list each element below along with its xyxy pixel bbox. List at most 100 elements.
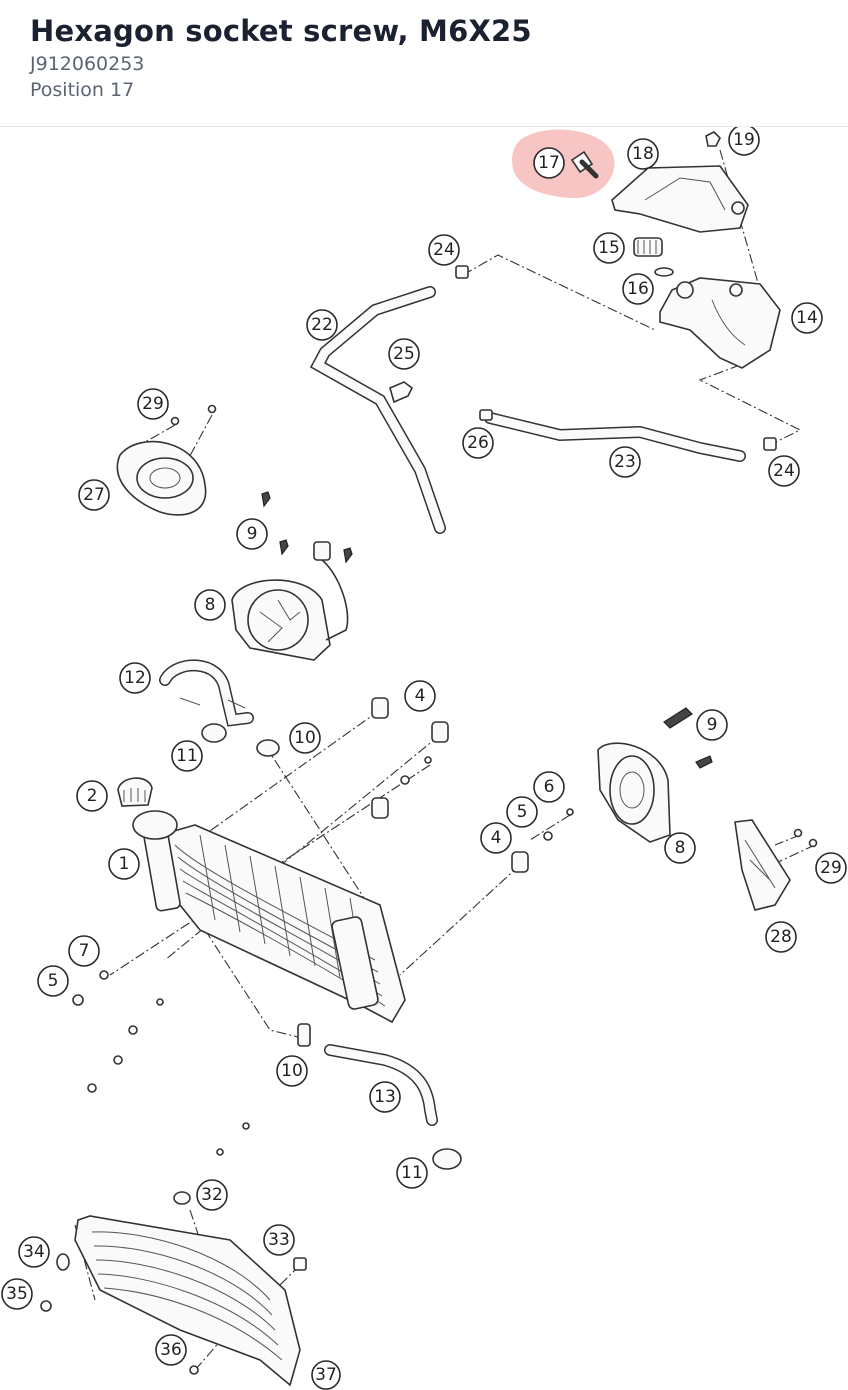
callout-29-right[interactable]: 29 bbox=[815, 852, 847, 884]
hose-clamp-10a[interactable] bbox=[256, 739, 280, 757]
callout-32[interactable]: 32 bbox=[196, 1179, 228, 1211]
hose-13[interactable] bbox=[324, 1044, 438, 1126]
screw-9a[interactable] bbox=[261, 491, 353, 564]
callout-14[interactable]: 14 bbox=[791, 302, 823, 334]
hose-clamp-26[interactable] bbox=[479, 409, 493, 421]
callout-1[interactable]: 1 bbox=[108, 848, 140, 880]
radiator-grille-37[interactable] bbox=[74, 1215, 301, 1387]
svg-text:32: 32 bbox=[201, 1185, 223, 1205]
svg-text:23: 23 bbox=[614, 452, 636, 472]
hose-23[interactable] bbox=[484, 412, 746, 462]
callout-37[interactable]: 37 bbox=[311, 1360, 341, 1390]
svg-text:34: 34 bbox=[23, 1242, 45, 1262]
svg-text:29: 29 bbox=[142, 394, 164, 414]
hose-clamp-24b[interactable] bbox=[763, 437, 777, 451]
svg-text:5: 5 bbox=[48, 971, 59, 991]
callout-33[interactable]: 33 bbox=[263, 1224, 295, 1256]
hose-22[interactable] bbox=[309, 286, 446, 534]
fan-guard-28[interactable] bbox=[734, 819, 791, 911]
callout-4-mid[interactable]: 4 bbox=[480, 822, 512, 854]
callout-16[interactable]: 16 bbox=[622, 273, 654, 305]
callout-34[interactable]: 34 bbox=[18, 1236, 50, 1268]
grommet-32[interactable] bbox=[173, 1191, 191, 1205]
callout-9-top[interactable]: 9 bbox=[236, 518, 268, 550]
screw-19[interactable] bbox=[705, 131, 721, 147]
callout-2[interactable]: 2 bbox=[76, 780, 108, 812]
hose-clamp-11a[interactable] bbox=[201, 723, 227, 743]
callout-19[interactable]: 19 bbox=[728, 127, 760, 156]
callout-27[interactable]: 27 bbox=[78, 479, 110, 511]
fan-guard-27[interactable] bbox=[116, 440, 207, 516]
callout-11-top[interactable]: 11 bbox=[171, 740, 203, 772]
callout-24-right[interactable]: 24 bbox=[768, 455, 800, 487]
callout-28[interactable]: 28 bbox=[765, 921, 797, 953]
callout-23[interactable]: 23 bbox=[609, 446, 641, 478]
callout-12[interactable]: 12 bbox=[119, 662, 151, 694]
hose-clamp-11b[interactable] bbox=[432, 1148, 462, 1170]
svg-text:16: 16 bbox=[627, 279, 649, 299]
washers-5-6[interactable] bbox=[72, 756, 574, 1156]
svg-text:33: 33 bbox=[268, 1230, 290, 1250]
svg-text:8: 8 bbox=[675, 838, 686, 858]
hose-12[interactable] bbox=[159, 659, 254, 727]
reservoir-cap[interactable] bbox=[633, 237, 663, 257]
rubber-mount-4b[interactable] bbox=[371, 797, 529, 873]
callout-15[interactable]: 15 bbox=[593, 232, 625, 264]
callout-25[interactable]: 25 bbox=[388, 338, 420, 370]
hose-clamp-10b[interactable] bbox=[297, 1023, 311, 1047]
screw-36[interactable] bbox=[189, 1365, 199, 1375]
callout-18[interactable]: 18 bbox=[627, 138, 659, 170]
hex-socket-screw-17[interactable] bbox=[570, 150, 599, 179]
callout-5-left[interactable]: 5 bbox=[37, 965, 69, 997]
nut-35[interactable] bbox=[40, 1300, 52, 1312]
rubber-mount-4a[interactable] bbox=[371, 697, 449, 743]
clip-33[interactable] bbox=[293, 1257, 307, 1271]
callout-17[interactable]: 17 bbox=[533, 147, 565, 179]
svg-text:18: 18 bbox=[632, 144, 654, 164]
screw-9b[interactable] bbox=[663, 707, 713, 769]
callout-13[interactable]: 13 bbox=[369, 1081, 401, 1113]
callout-7[interactable]: 7 bbox=[68, 935, 100, 967]
svg-text:2: 2 bbox=[87, 786, 98, 806]
screw-29a[interactable] bbox=[170, 404, 217, 426]
callout-10-bottom[interactable]: 10 bbox=[276, 1055, 308, 1087]
callout-22[interactable]: 22 bbox=[306, 309, 338, 341]
expansion-tank-cover[interactable] bbox=[611, 165, 749, 233]
radiator-fan-8b[interactable] bbox=[597, 742, 671, 843]
callout-8-right[interactable]: 8 bbox=[664, 832, 696, 864]
radiator-1[interactable] bbox=[132, 810, 406, 1024]
svg-text:10: 10 bbox=[294, 728, 316, 748]
svg-text:11: 11 bbox=[401, 1163, 423, 1183]
exploded-diagram: 17 18 19 15 16 14 24 22 25 26 23 24 29 2… bbox=[0, 127, 848, 1390]
callout-8-top[interactable]: 8 bbox=[194, 589, 226, 621]
screw-29b[interactable] bbox=[793, 828, 818, 848]
callout-36[interactable]: 36 bbox=[155, 1334, 187, 1366]
svg-text:27: 27 bbox=[83, 485, 105, 505]
svg-text:4: 4 bbox=[415, 686, 426, 706]
hose-clamp-24a[interactable] bbox=[455, 265, 469, 279]
callout-10-top[interactable]: 10 bbox=[289, 722, 321, 754]
radiator-fan-8a[interactable] bbox=[231, 559, 349, 661]
callout-11-bottom[interactable]: 11 bbox=[396, 1157, 428, 1189]
callout-5-mid[interactable]: 5 bbox=[506, 796, 538, 828]
svg-text:29: 29 bbox=[820, 858, 842, 878]
svg-text:35: 35 bbox=[6, 1284, 28, 1304]
callout-29-left[interactable]: 29 bbox=[137, 388, 169, 420]
svg-text:36: 36 bbox=[160, 1340, 182, 1360]
o-ring-16[interactable] bbox=[654, 267, 674, 277]
svg-text:6: 6 bbox=[544, 777, 555, 797]
expansion-tank[interactable] bbox=[659, 277, 781, 369]
callout-4-top[interactable]: 4 bbox=[404, 680, 436, 712]
connector-8a[interactable] bbox=[313, 541, 331, 561]
callout-6[interactable]: 6 bbox=[533, 771, 565, 803]
radiator-cap-2[interactable] bbox=[117, 777, 153, 807]
svg-text:15: 15 bbox=[598, 238, 620, 258]
svg-text:24: 24 bbox=[433, 240, 455, 260]
callout-24-top[interactable]: 24 bbox=[428, 234, 460, 266]
callout-26[interactable]: 26 bbox=[462, 427, 494, 459]
callout-9-right[interactable]: 9 bbox=[696, 709, 728, 741]
svg-text:17: 17 bbox=[538, 153, 560, 173]
callout-35[interactable]: 35 bbox=[1, 1278, 33, 1310]
hose-clamp-25[interactable] bbox=[389, 381, 414, 404]
washer-34[interactable] bbox=[56, 1253, 70, 1271]
